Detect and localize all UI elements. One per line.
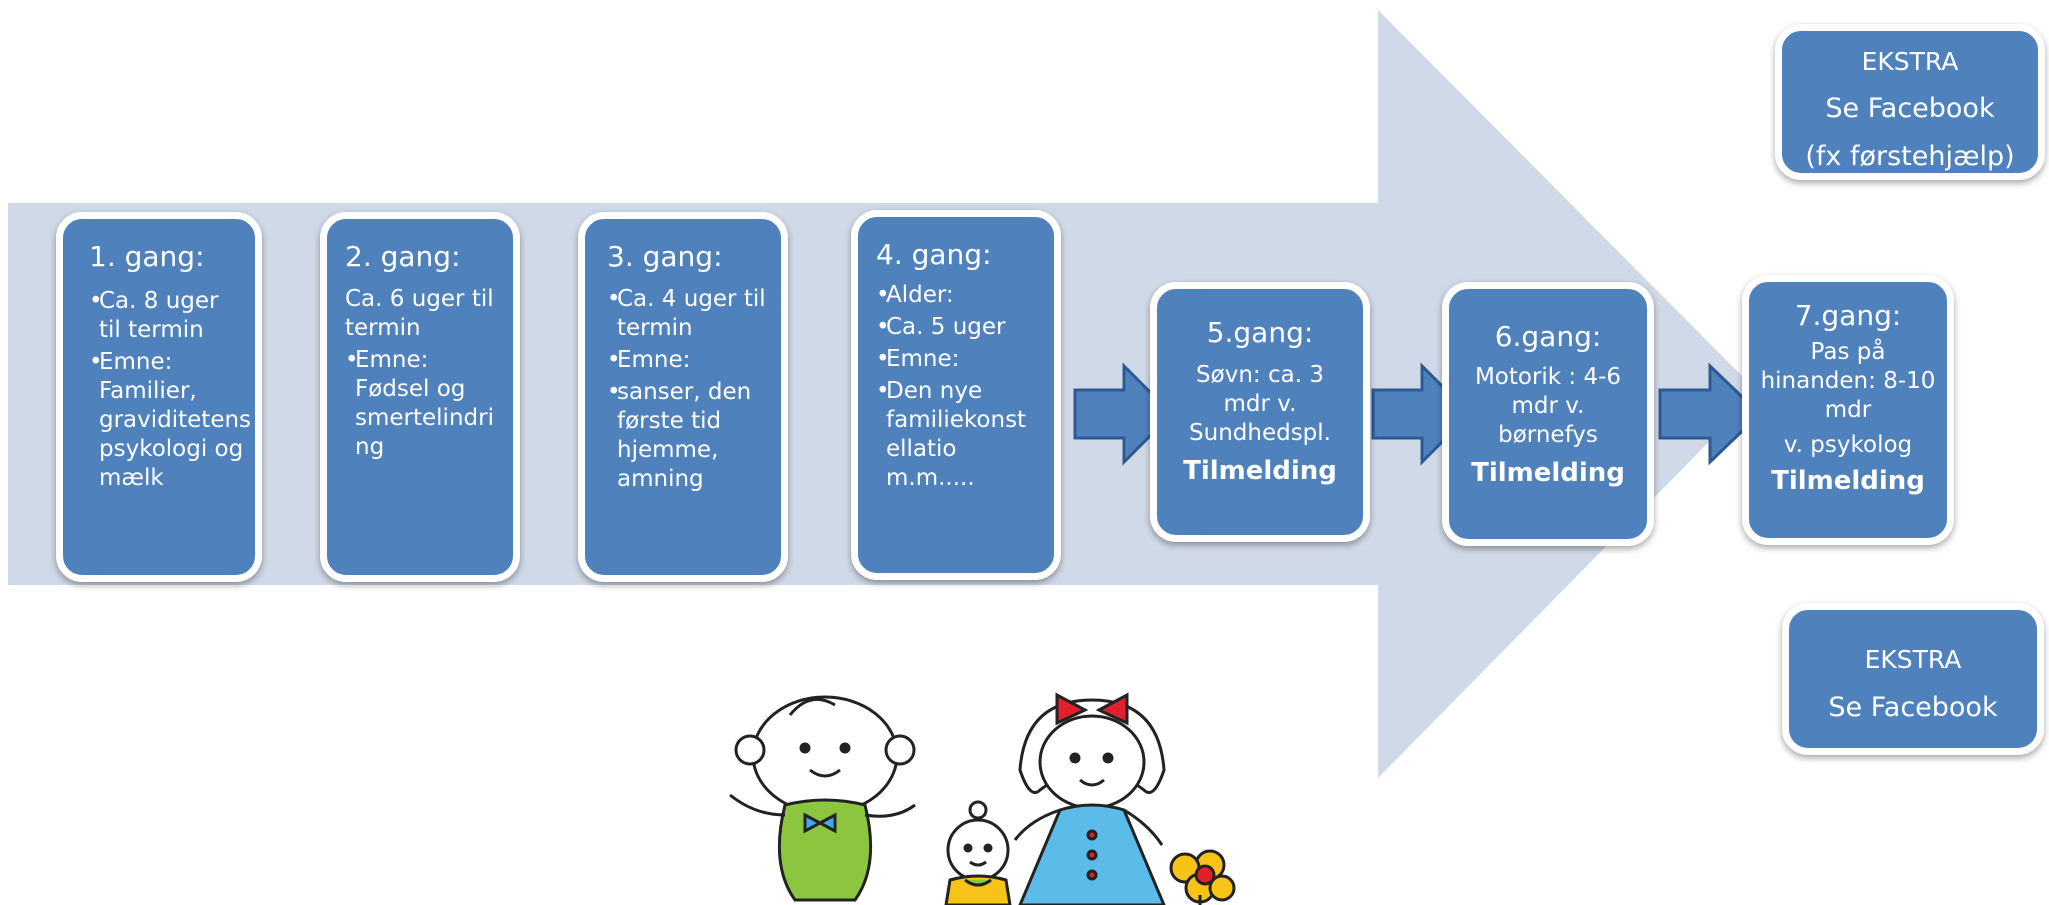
step-3-line-2: •Emne: [607, 347, 691, 373]
step-5-box: 5.gang: Søvn: ca. 3 mdr v. Sundhedspl. T… [1150, 282, 1370, 542]
step-2-title: 2. gang: [345, 240, 461, 273]
baby-head-icon [946, 818, 1010, 882]
extra-bottom-box: EKSTRA Se Facebook [1782, 603, 2044, 755]
small-arrow-3 [1658, 362, 1763, 466]
step-7-sub: v. psykolog [1783, 432, 1913, 458]
step-6-text: Motorik : 4-6 mdr v. børnefys [1474, 364, 1622, 448]
boy-body-icon [777, 798, 873, 902]
step-4-line-3: •Emne: [876, 346, 960, 372]
step-6-signup: Tilmelding [1471, 458, 1625, 488]
step-1-line-1: •Ca. 8 uger til termin [89, 288, 219, 343]
step-4-title: 4. gang: [876, 238, 992, 271]
step-1-title: 1. gang: [89, 240, 205, 273]
step-4-line-4: •Den nye familiekonst ellatio m.m..... [876, 378, 1027, 491]
children-cartoon-illustration [729, 692, 1236, 905]
step-7-title: 7.gang: [1794, 299, 1902, 332]
step-4-line-1: •Alder: [876, 282, 954, 308]
flower-icon [1169, 849, 1236, 905]
girl-bow-icon [1055, 692, 1129, 726]
step-4-box: 4. gang: •Alder: •Ca. 5 uger •Emne: •Den… [851, 210, 1061, 580]
step-7-text: Pas på hinanden: 8-10 mdr [1760, 339, 1936, 423]
step-7-signup: Tilmelding [1771, 466, 1925, 496]
step-5-signup: Tilmelding [1183, 456, 1337, 486]
step-1-line-2: •Emne: Familier, graviditetens psykologi… [89, 349, 252, 491]
extra-top-line-1: EKSTRA [1861, 47, 1959, 76]
step-2-line-2: •Emne: Fødsel og smertelindri ng [345, 347, 494, 460]
step-1-box: 1. gang: •Ca. 8 uger til termin •Emne: F… [56, 212, 262, 582]
baby-body-icon [944, 874, 1012, 905]
step-7-box: 7.gang: Pas på hinanden: 8-10 mdr v. psy… [1742, 275, 1954, 545]
extra-top-line-3: (fx førstehjælp) [1805, 141, 2015, 172]
step-3-box: 3. gang: •Ca. 4 uger til termin •Emne: •… [578, 212, 788, 582]
extra-bottom-line-1: EKSTRA [1864, 645, 1962, 674]
step-5-text: Søvn: ca. 3 mdr v. Sundhedspl. [1189, 362, 1331, 446]
small-arrow-1 [1073, 362, 1175, 466]
step-3-title: 3. gang: [607, 240, 723, 273]
extra-top-box: EKSTRA Se Facebook (fx førstehjælp) [1775, 24, 2045, 180]
boy-head-icon [751, 695, 899, 815]
step-4-line-2: •Ca. 5 uger [876, 314, 1006, 340]
step-2-line-1: Ca. 6 uger til termin [345, 286, 494, 341]
step-5-title: 5.gang: [1206, 316, 1314, 349]
extra-top-line-2: Se Facebook [1825, 93, 1995, 124]
step-2-box: 2. gang: Ca. 6 uger til termin •Emne: Fø… [320, 212, 520, 582]
step-3-line-1: •Ca. 4 uger til termin [607, 286, 766, 341]
step-6-box: 6.gang: Motorik : 4-6 mdr v. børnefys Ti… [1442, 282, 1654, 546]
step-6-title: 6.gang: [1494, 320, 1602, 353]
step-3-line-3: •sanser, den første tid hjemme, amning [607, 379, 752, 492]
extra-bottom-line-2: Se Facebook [1828, 692, 1998, 723]
